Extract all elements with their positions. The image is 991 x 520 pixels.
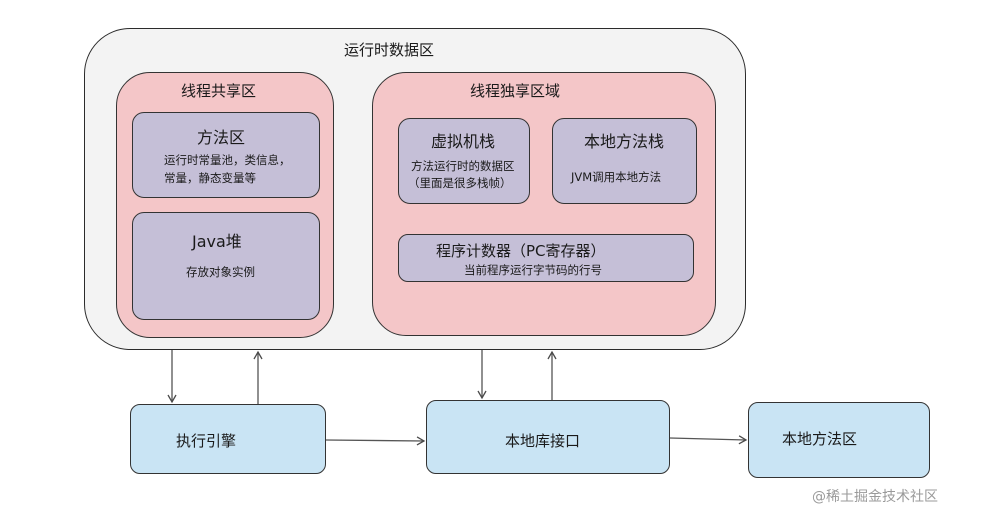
method-area-box xyxy=(132,112,320,198)
thread-shared-area-title: 线程共享区 xyxy=(181,82,257,100)
native-method-stack-title: 本地方法栈 xyxy=(584,132,665,151)
java-heap-title: Java堆 xyxy=(192,232,242,251)
arrow-engine-to-jni xyxy=(325,436,426,446)
native-library-box xyxy=(748,402,930,478)
vm-stack-box xyxy=(398,118,530,204)
arrow-jni-to-native-lib xyxy=(669,435,748,445)
pc-register-title: 程序计数器（PC寄存器） xyxy=(436,242,606,260)
java-heap-box xyxy=(132,212,320,320)
native-library-label: 本地方法区 xyxy=(782,430,858,448)
method-area-desc-line1: 运行时常量池，类信息， xyxy=(164,153,291,167)
thread-exclusive-area-title: 线程独享区域 xyxy=(470,82,561,100)
native-interface-box xyxy=(426,400,670,474)
java-heap-desc: 存放对象实例 xyxy=(186,265,255,279)
native-method-stack-box xyxy=(552,118,697,204)
thread-exclusive-area xyxy=(372,72,716,336)
runtime-data-area-title: 运行时数据区 xyxy=(344,41,435,59)
execution-engine-label: 执行引擎 xyxy=(176,432,237,450)
watermark: @稀土掘金技术社区 xyxy=(812,489,938,505)
method-area-desc-line2: 常量，静态变量等 xyxy=(164,171,256,185)
method-area-title: 方法区 xyxy=(197,128,246,147)
vm-stack-title: 虚拟机栈 xyxy=(431,132,496,151)
native-interface-label: 本地库接口 xyxy=(505,432,581,450)
execution-engine-box xyxy=(130,404,326,474)
pc-register-box xyxy=(398,234,694,282)
pc-register-desc: 当前程序运行字节码的行号 xyxy=(464,263,602,277)
vm-stack-desc-line2: （里面是很多栈帧） xyxy=(408,176,512,190)
vm-stack-desc-line1: 方法运行时的数据区 xyxy=(411,159,515,173)
native-method-stack-desc: JVM调用本地方法 xyxy=(571,170,662,184)
